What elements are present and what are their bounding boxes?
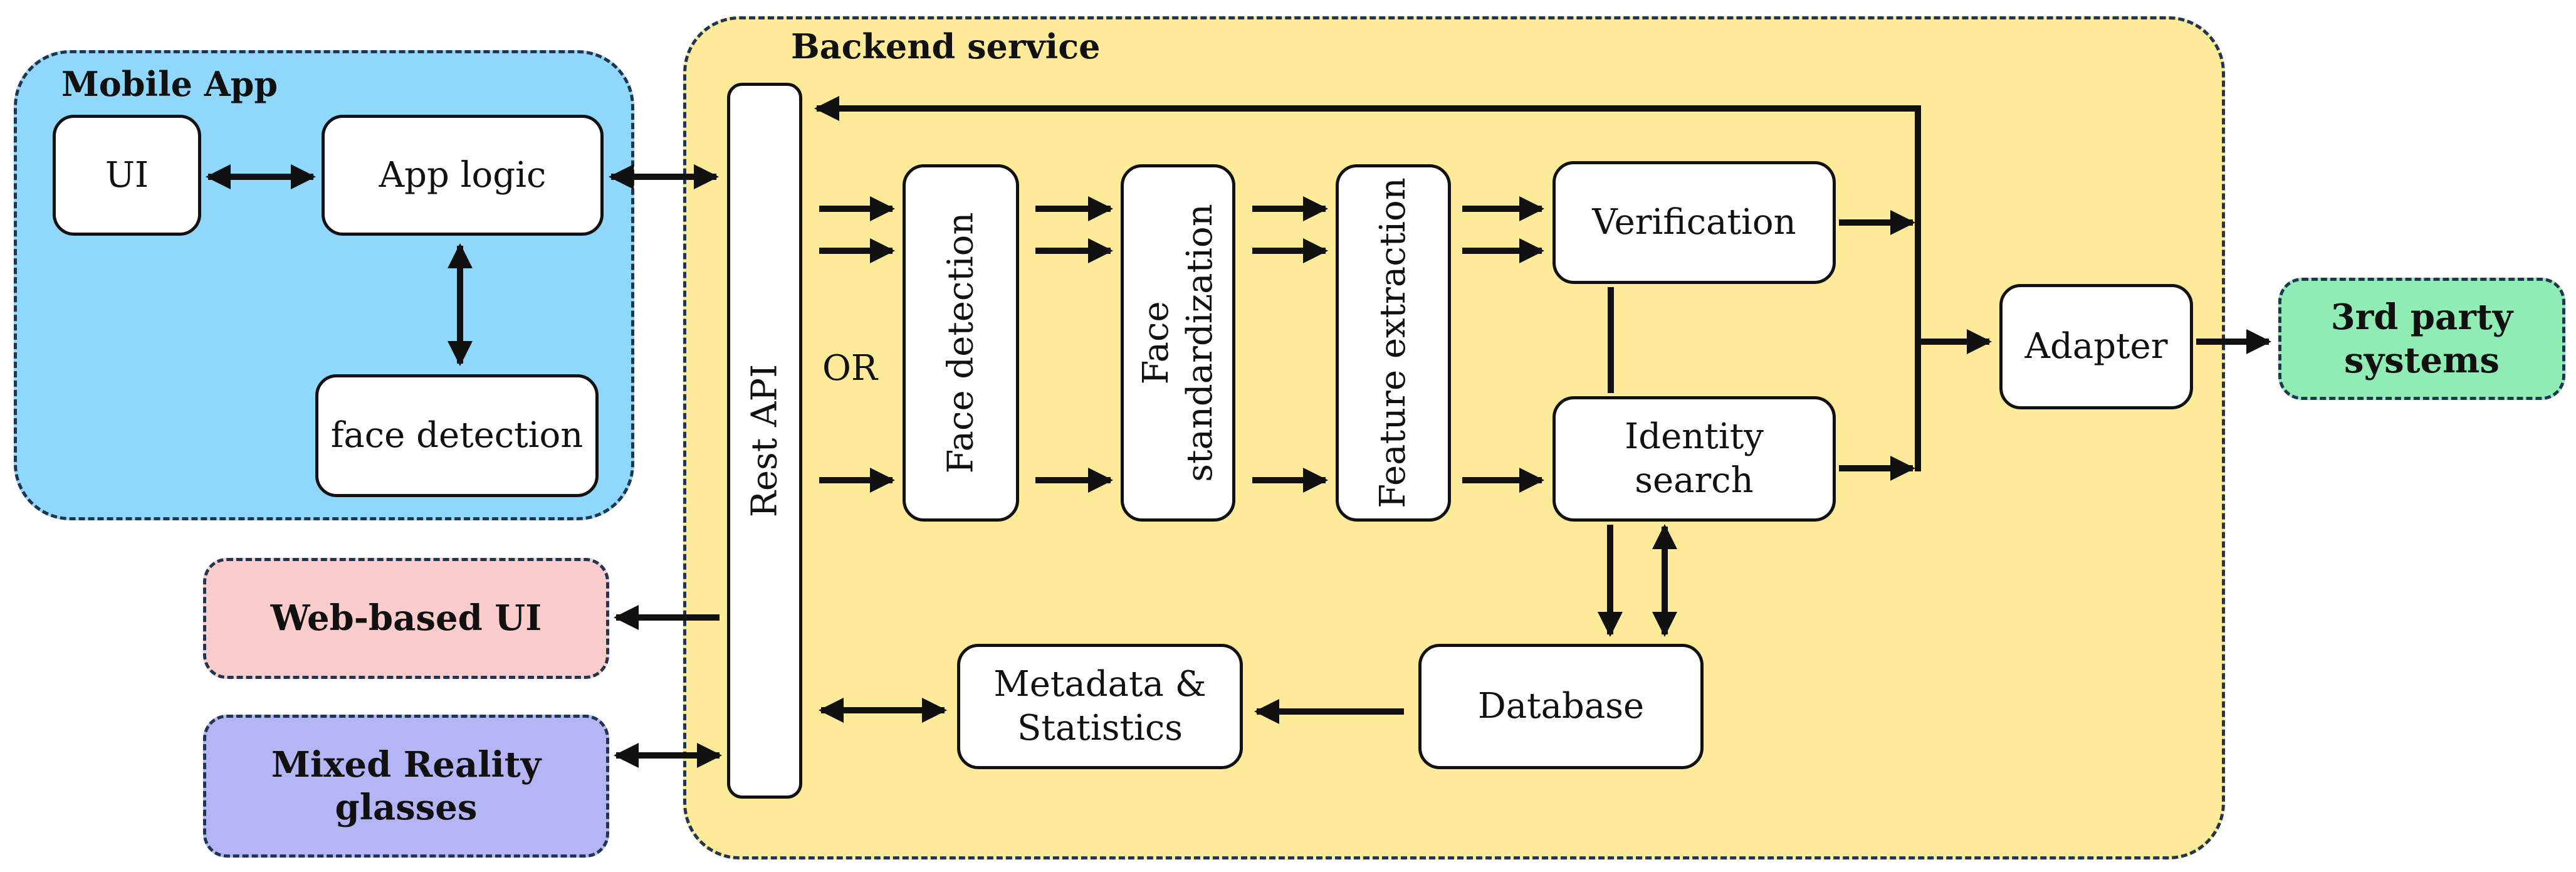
third-party-systems-label: 3rd party systems	[2331, 296, 2513, 382]
metadata-statistics-label: Metadata & Statistics	[993, 663, 1206, 750]
face-standardization-box: Face standardization	[1121, 164, 1235, 522]
metadata-statistics-box: Metadata & Statistics	[957, 644, 1243, 769]
third-party-line1: 3rd party	[2330, 297, 2513, 339]
or-label: OR	[822, 348, 878, 389]
backend-service-title: Backend service	[791, 26, 1101, 66]
app-logic-label: App logic	[379, 154, 547, 196]
metadata-line1: Metadata &	[993, 664, 1207, 705]
third-party-systems-box: 3rd party systems	[2278, 278, 2565, 400]
database-box: Database	[1418, 644, 1704, 769]
third-party-line2: systems	[2344, 339, 2500, 381]
mixed-reality-line2: glasses	[335, 787, 478, 828]
identity-search-label: Identity search	[1625, 415, 1764, 503]
mixed-reality-glasses-box: Mixed Reality glasses	[203, 715, 609, 858]
adapter-box: Adapter	[1999, 284, 2193, 409]
web-based-ui-box: Web-based UI	[203, 558, 609, 679]
rest-api-box: Rest API	[727, 83, 802, 799]
mobile-app-title: Mobile App	[61, 64, 278, 104]
identity-search-line2: search	[1635, 460, 1754, 501]
face-detection-box: Face detection	[903, 164, 1019, 522]
feature-extraction-box: Feature extraction	[1336, 164, 1451, 522]
mobile-face-detection-box: face detection	[315, 374, 599, 497]
database-label: Database	[1477, 686, 1645, 727]
app-logic-box: App logic	[322, 115, 604, 236]
verification-label: Verification	[1592, 202, 1796, 243]
identity-search-box: Identity search	[1552, 396, 1836, 522]
metadata-line2: Statistics	[1017, 708, 1183, 749]
ui-box: UI	[53, 115, 201, 236]
ui-label: UI	[105, 154, 149, 196]
mobile-face-detection-label: face detection	[330, 415, 584, 456]
mixed-reality-glasses-label: Mixed Reality glasses	[271, 743, 541, 829]
web-based-ui-label: Web-based UI	[270, 597, 542, 639]
mixed-reality-line1: Mixed Reality	[271, 743, 542, 785]
verification-box: Verification	[1552, 161, 1836, 284]
adapter-label: Adapter	[2024, 326, 2168, 367]
identity-search-line1: Identity	[1625, 416, 1764, 457]
